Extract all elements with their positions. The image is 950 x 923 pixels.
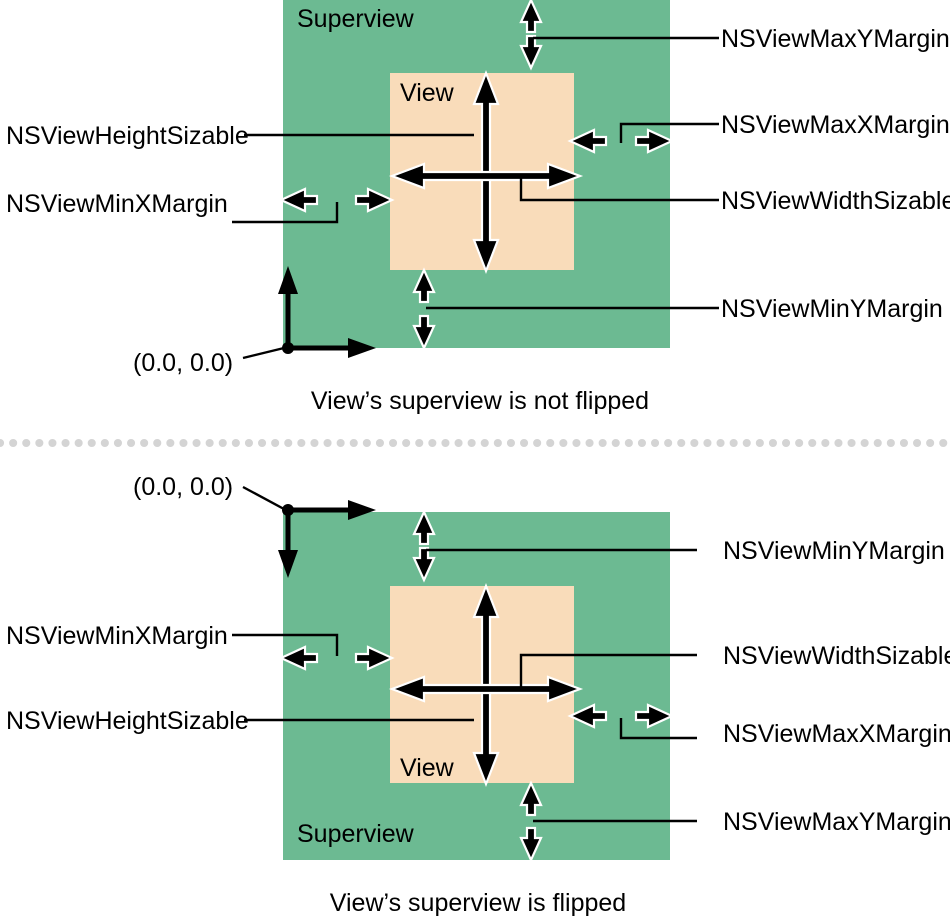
width-sizable-leader-top <box>519 178 719 202</box>
origin-leader <box>242 485 285 511</box>
sizable-cross-bottom <box>388 582 584 788</box>
arrow-down-head <box>412 546 436 583</box>
view-label-bottom: View <box>400 754 455 782</box>
x-axis-arrowhead <box>348 500 376 520</box>
origin-axes-top <box>242 266 376 360</box>
width-sizable-leader-bottom <box>519 653 697 691</box>
superview-label-top: Superview <box>297 5 415 33</box>
arrow-left-head <box>567 703 608 729</box>
max-x-margin-arrow-bottom <box>567 703 697 740</box>
arrow-left-head <box>278 645 319 671</box>
arrow-down-head <box>412 314 436 351</box>
label-min-x-margin-bottom: NSViewMinXMargin <box>6 622 228 650</box>
origin-label-bottom: (0.0, 0.0) <box>133 473 233 501</box>
view-label-top: View <box>400 79 455 107</box>
panel-not-flipped: Superview View NSViewMaxYMargin NSViewMa… <box>6 0 950 415</box>
max-x-margin-arrow-top <box>567 122 719 154</box>
arrow-right-head <box>634 703 675 729</box>
caption-not-flipped: View’s superview is not flipped <box>311 387 649 415</box>
superview-label-bottom: Superview <box>297 820 415 848</box>
arrow-up-head <box>412 509 436 546</box>
origin-dot <box>282 342 294 354</box>
arrow-up-head <box>519 780 543 817</box>
label-width-sizable-top: NSViewWidthSizable <box>721 187 950 215</box>
width-sizable-arrow <box>388 675 584 703</box>
origin-axes-bottom <box>242 485 376 578</box>
leader-line <box>232 633 339 656</box>
y-axis-arrowhead <box>278 550 298 578</box>
arrow-up-head <box>412 267 436 304</box>
min-y-margin-arrow-top <box>412 267 719 351</box>
max-y-margin-arrow-bottom <box>519 780 697 863</box>
label-min-x-margin-top: NSViewMinXMargin <box>6 190 228 218</box>
leader-line <box>619 718 697 740</box>
panel-flipped: Superview View (0.0, 0.0) NSViewMinYMarg… <box>6 473 950 917</box>
label-min-y-margin-top: NSViewMinYMargin <box>721 295 943 323</box>
min-y-margin-arrow-bottom <box>412 509 697 583</box>
label-width-sizable-bottom: NSViewWidthSizable <box>723 642 950 670</box>
caption-flipped: View’s superview is flipped <box>330 889 626 917</box>
label-max-y-margin-bottom: NSViewMaxYMargin <box>723 808 950 836</box>
max-y-margin-arrow-top <box>519 0 719 71</box>
label-height-sizable-top: NSViewHeightSizable <box>6 122 249 150</box>
arrow-down-head <box>519 34 543 71</box>
label-max-y-margin-top: NSViewMaxYMargin <box>721 25 950 53</box>
label-min-y-margin-bottom: NSViewMinYMargin <box>723 537 945 565</box>
arrow-left-head <box>278 187 319 213</box>
min-x-margin-arrow-top <box>232 187 395 224</box>
arrow-left-head <box>567 128 608 154</box>
arrow-right-head <box>354 645 395 671</box>
arrow-up-head <box>519 0 543 34</box>
arrow-right-head <box>634 128 675 154</box>
label-height-sizable-bottom: NSViewHeightSizable <box>6 707 249 735</box>
arrow-right-head <box>354 187 395 213</box>
origin-dot <box>282 504 294 516</box>
arrow-down-head <box>519 826 543 863</box>
origin-label-top: (0.0, 0.0) <box>133 349 233 377</box>
x-axis-arrowhead <box>348 338 376 358</box>
leader-line <box>619 122 719 143</box>
origin-leader <box>242 346 285 360</box>
label-max-x-margin-bottom: NSViewMaxXMargin <box>723 720 950 748</box>
sizable-cross-top <box>388 69 584 275</box>
leader-line <box>232 202 339 224</box>
min-x-margin-arrow-bottom <box>232 633 395 671</box>
width-sizable-arrow <box>388 162 584 190</box>
label-max-x-margin-top: NSViewMaxXMargin <box>721 111 950 139</box>
y-axis-arrowhead <box>278 266 298 294</box>
